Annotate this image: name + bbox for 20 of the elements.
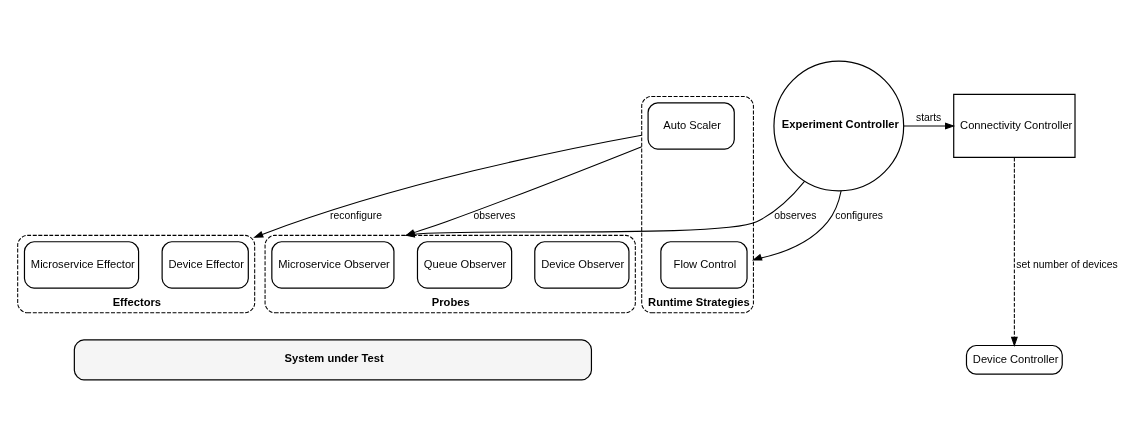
- edge-label: observes: [473, 209, 516, 221]
- node-box: System under Test: [73, 339, 593, 381]
- edge-label: configures: [835, 209, 884, 221]
- node-box: Device Observer: [534, 241, 630, 289]
- node-box: Device Effector: [161, 241, 249, 289]
- edge-label: reconfigure: [330, 209, 382, 221]
- edge-label: starts: [915, 111, 942, 123]
- edge-label: set number of devices: [1016, 258, 1118, 270]
- arrow: [751, 190, 842, 261]
- node-box: Device Controller: [965, 344, 1063, 375]
- node-box: Auto Scaler: [647, 102, 735, 150]
- node-box: Flow Control: [660, 241, 748, 289]
- node-box: Microservice Observer: [271, 241, 395, 289]
- node-box: Connectivity Controller: [953, 93, 1076, 159]
- node-circle: Experiment Controller: [773, 60, 905, 192]
- edge-label: observes: [774, 209, 817, 221]
- node-box: Microservice Effector: [23, 241, 140, 289]
- arrow: [1010, 157, 1018, 347]
- arrow: [903, 122, 956, 130]
- node-box: Queue Observer: [416, 241, 513, 289]
